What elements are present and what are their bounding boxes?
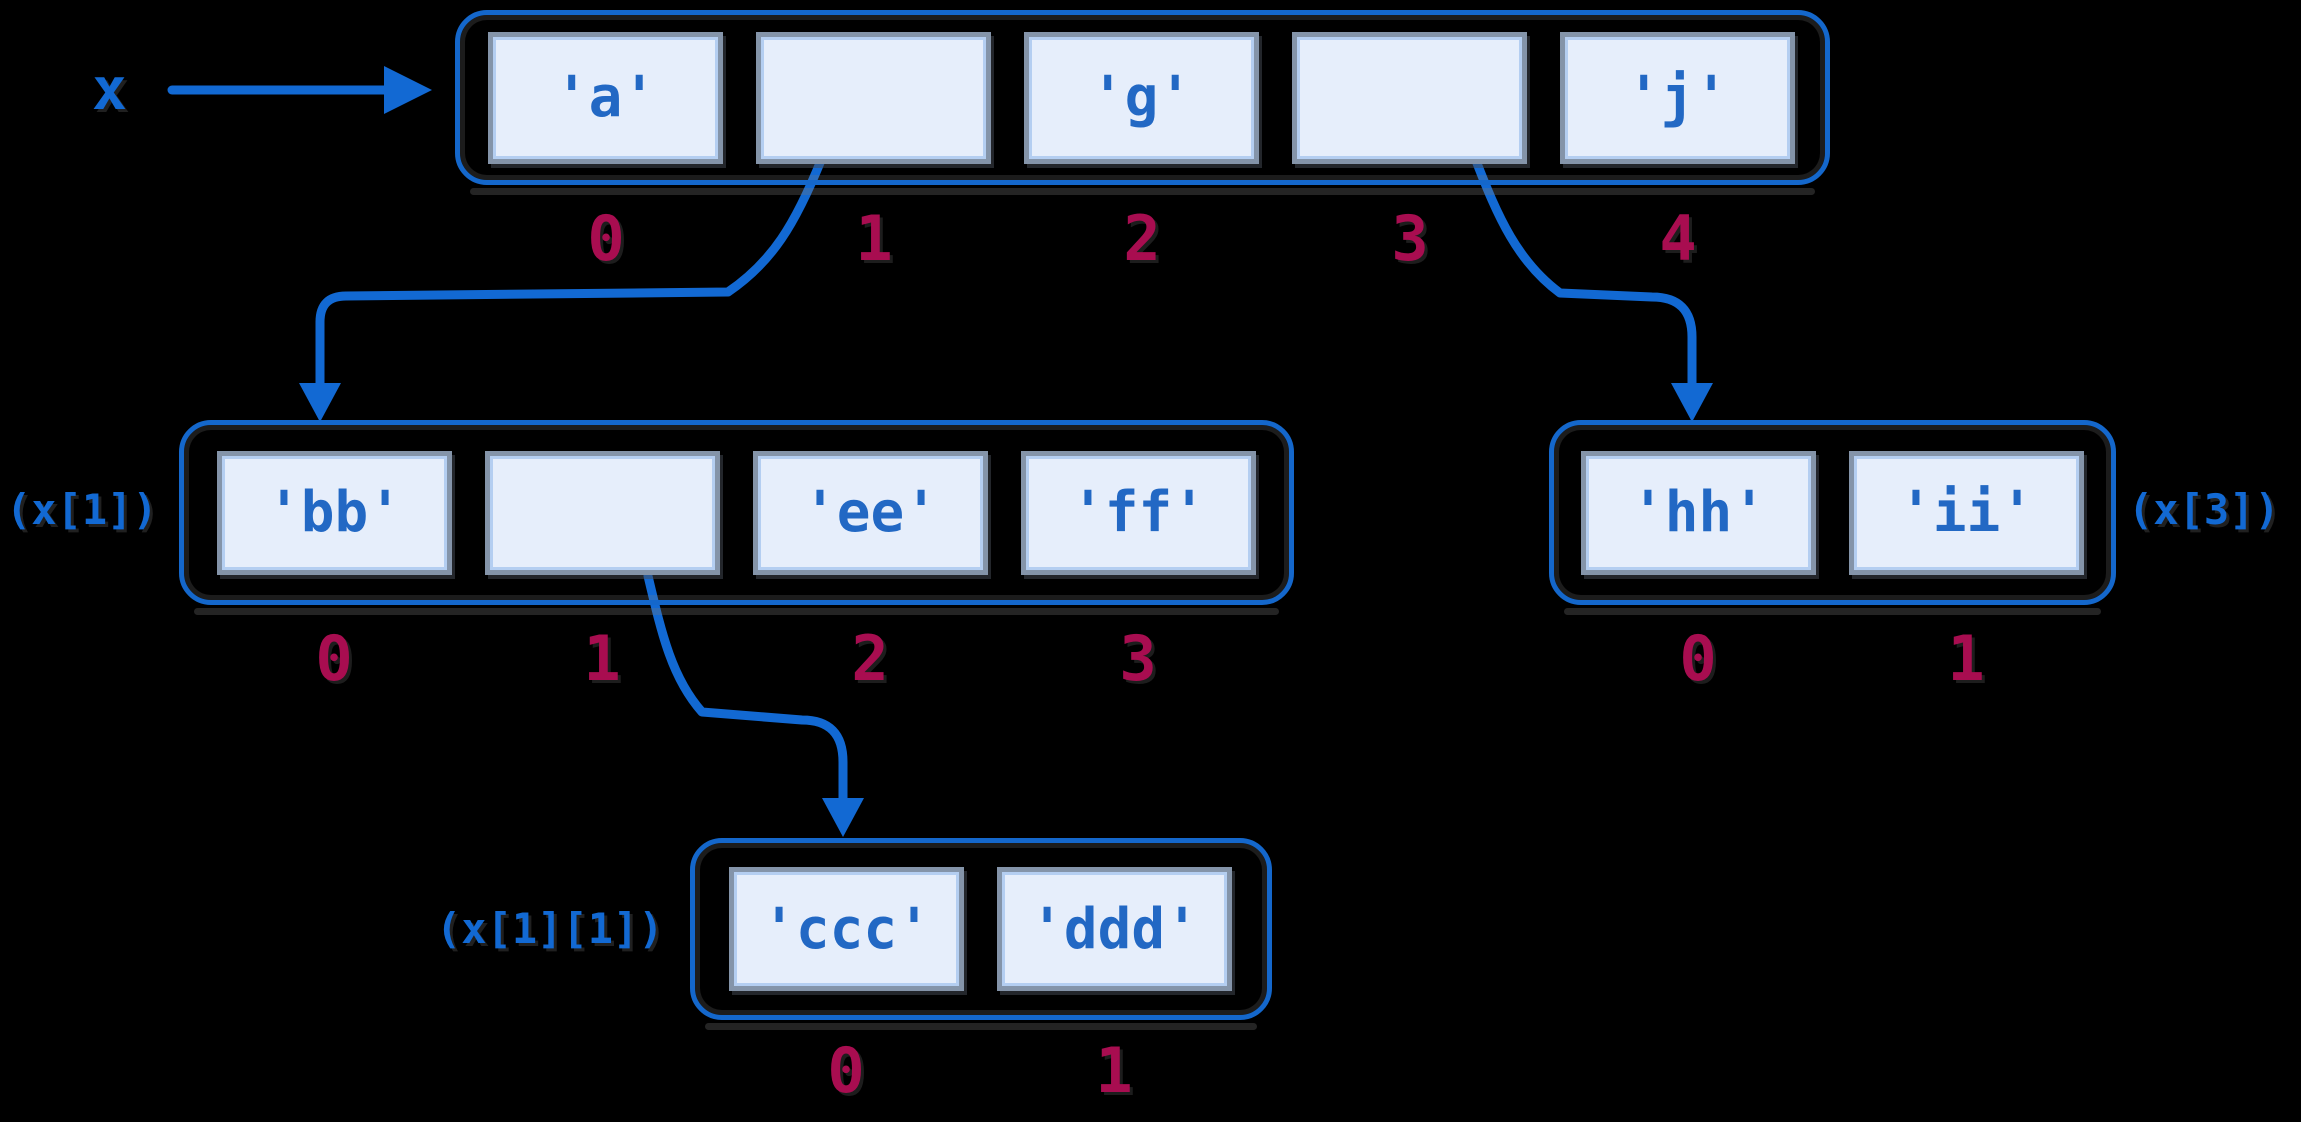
list-x1-label: (x[1]) — [6, 485, 158, 534]
index-label: 2 — [1123, 202, 1161, 275]
list-x-cell-3-pointer — [1292, 31, 1527, 164]
list-x1-1-container: 'ccc' 'ddd' — [690, 838, 1272, 1030]
cell-value: 'ee' — [803, 480, 938, 545]
cell-value: 'g' — [1090, 65, 1193, 130]
list-x1-1-cell-0: 'ccc' — [729, 867, 964, 991]
cell-value: 'ii' — [1899, 480, 2034, 545]
variable-label-x: x — [92, 55, 127, 123]
index-label: 4 — [1659, 202, 1697, 275]
index-label: 1 — [855, 202, 893, 275]
cell-value: 'hh' — [1631, 480, 1766, 545]
cell-value: 'bb' — [267, 480, 402, 545]
cell-value: 'j' — [1626, 65, 1729, 130]
index-label: 0 — [587, 202, 625, 275]
list-x1-cell-2: 'ee' — [753, 450, 988, 575]
list-x3-cell-0: 'hh' — [1581, 450, 1816, 575]
index-label: 0 — [1679, 622, 1717, 695]
cell-value: 'ff' — [1071, 480, 1206, 545]
list-x-cell-0: 'a' — [488, 31, 723, 164]
list-x1-cell-1-pointer — [485, 450, 720, 575]
list-x-cell-4: 'j' — [1560, 31, 1795, 164]
list-x1-1-cell-1: 'ddd' — [997, 867, 1232, 991]
list-x3-container: 'hh' 'ii' — [1549, 420, 2116, 615]
list-x-cell-1-pointer — [756, 31, 991, 164]
index-label: 1 — [1095, 1034, 1133, 1107]
list-x-cell-2: 'g' — [1024, 31, 1259, 164]
list-x3-label: (x[3]) — [2128, 485, 2280, 534]
index-label: 2 — [851, 622, 889, 695]
list-x1-container: 'bb' 'ee' 'ff' — [179, 420, 1294, 615]
arrowhead-x1-1-pointer — [822, 798, 864, 837]
arrowhead-x-to-list — [384, 66, 432, 114]
list-x1-cell-0: 'bb' — [217, 450, 452, 575]
index-label: 0 — [827, 1034, 865, 1107]
index-label: 0 — [315, 622, 353, 695]
index-label: 3 — [1391, 202, 1429, 275]
arrowhead-x1-pointer — [299, 383, 341, 422]
cell-value: 'a' — [554, 65, 657, 130]
index-label: 1 — [583, 622, 621, 695]
cell-value: 'ddd' — [1030, 896, 1199, 962]
cell-value: 'ccc' — [762, 896, 931, 962]
list-x1-1-label: (x[1][1]) — [436, 904, 664, 953]
list-x3-cell-1: 'ii' — [1849, 450, 2084, 575]
index-label: 1 — [1947, 622, 1985, 695]
list-x-container: 'a' 'g' 'j' — [455, 10, 1830, 195]
arrowhead-x3-pointer — [1671, 383, 1713, 422]
list-x1-cell-3: 'ff' — [1021, 450, 1256, 575]
index-label: 3 — [1119, 622, 1157, 695]
